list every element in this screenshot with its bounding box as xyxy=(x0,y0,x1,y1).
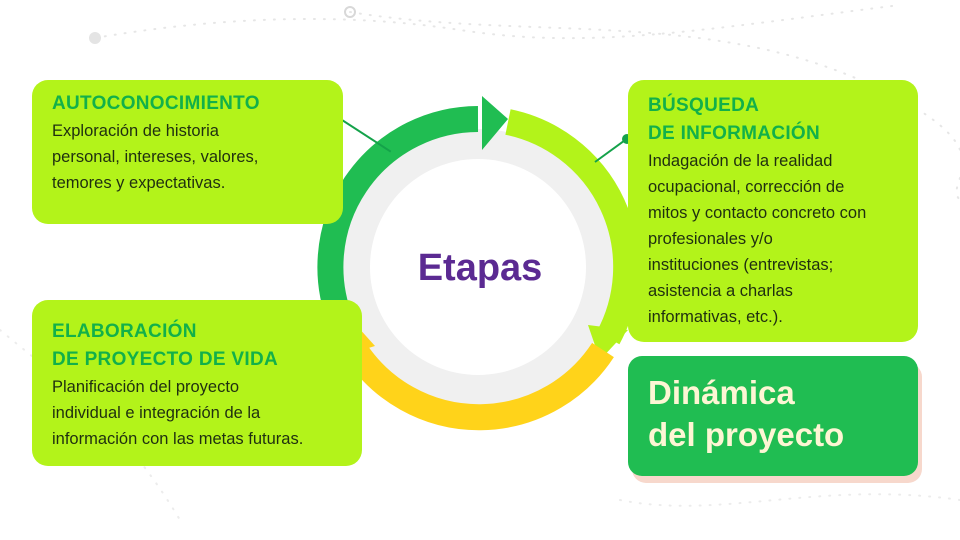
busqueda-line: ocupacional, corrección de xyxy=(648,178,845,196)
autoconocimiento-line: temores y expectativas. xyxy=(52,174,226,192)
busqueda-line: informativas, etc.). xyxy=(648,308,783,326)
elaboracion-line: individual e integración de la xyxy=(52,404,261,422)
busqueda-line: asistencia a charlas xyxy=(648,282,793,300)
cycle-center-disc xyxy=(370,159,586,375)
busqueda-line: instituciones (entrevistas; xyxy=(648,256,834,274)
deco-ring xyxy=(344,6,356,18)
elaboracion-line: Planificación del proyecto xyxy=(52,378,240,396)
elaboracion-card: ELABORACIÓN DE PROYECTO DE VIDA Planific… xyxy=(32,300,362,466)
busqueda-line: profesionales y/o xyxy=(648,230,773,248)
dinamica-card: Dinámica del proyecto xyxy=(628,356,918,476)
autoconocimiento-line: personal, intereses, valores, xyxy=(52,148,259,166)
busqueda-line: mitos y contacto concreto con xyxy=(648,204,867,222)
elaboracion-title: DE PROYECTO DE VIDA xyxy=(52,349,278,370)
connector-dot-busqueda xyxy=(622,134,632,144)
arc-elaboracion xyxy=(346,342,614,431)
autoconocimiento-card: AUTOCONOCIMIENTO Exploración de historia… xyxy=(32,80,343,224)
elaboracion-title: ELABORACIÓN xyxy=(52,321,197,342)
busqueda-line: Indagación de la realidad xyxy=(648,152,833,170)
busqueda-card: BÚSQUEDA DE INFORMACIÓN Indagación de la… xyxy=(628,80,918,342)
deco-dot xyxy=(89,32,101,44)
center-label: Etapas xyxy=(417,247,543,289)
autoconocimiento-line: Exploración de historia xyxy=(52,122,219,140)
busqueda-title: DE INFORMACIÓN xyxy=(648,123,821,144)
busqueda-title: BÚSQUEDA xyxy=(648,95,760,116)
dinamica-title: Dinámica xyxy=(648,374,795,411)
arrow-head-top xyxy=(482,96,508,150)
arc-busqueda xyxy=(505,109,640,345)
autoconocimiento-title: AUTOCONOCIMIENTO xyxy=(52,93,260,114)
arc-autoconocimiento xyxy=(317,106,479,327)
dinamica-title: del proyecto xyxy=(648,416,845,453)
elaboracion-line: información con las metas futuras. xyxy=(52,430,304,448)
